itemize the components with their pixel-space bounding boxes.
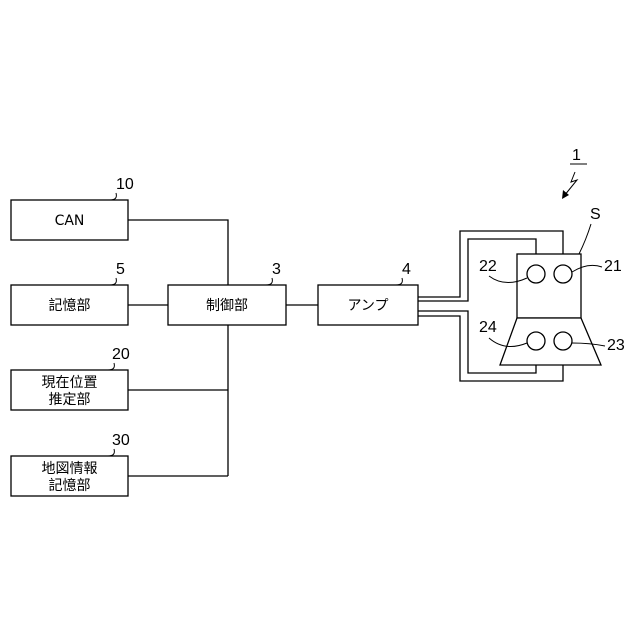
leader-4	[396, 278, 402, 285]
leader-3	[266, 278, 272, 285]
speaker-lower-housing	[500, 318, 601, 365]
controller-label: 制御部	[206, 298, 248, 314]
driver-24	[527, 332, 545, 350]
wire-can-controller	[128, 220, 228, 285]
leader-s	[579, 224, 591, 254]
leader-30	[108, 449, 114, 456]
ref-21: 21	[604, 258, 622, 275]
system-ref: 1	[562, 147, 587, 199]
can-block: CAN 10	[11, 176, 134, 240]
driver-22	[527, 265, 545, 283]
storage-label: 記憶部	[49, 297, 91, 314]
position-label-line2: 推定部	[49, 392, 91, 408]
storage-block: 記憶部 5	[11, 261, 128, 325]
ref-30: 30	[112, 432, 130, 449]
position-block: 現在位置 推定部 20	[11, 346, 130, 410]
map-block: 地図情報 記憶部 30	[11, 432, 130, 496]
ref-22: 22	[479, 258, 497, 275]
controller-block: 制御部 3	[168, 261, 286, 325]
ref-24: 24	[479, 319, 497, 336]
leader-10	[110, 193, 116, 200]
ref-23: 23	[607, 337, 625, 354]
driver-23	[554, 332, 572, 350]
position-label-line1: 現在位置	[42, 375, 98, 391]
ref-5: 5	[116, 261, 125, 278]
amp-block: アンプ 4	[318, 261, 418, 325]
leader-5	[110, 278, 116, 285]
speaker-upper-housing	[517, 254, 581, 318]
amp-label: アンプ	[347, 298, 388, 314]
leader-1-zigzag	[564, 172, 577, 196]
speaker-unit: S 22 21 24 23	[479, 206, 625, 365]
ref-10: 10	[116, 176, 134, 193]
map-label-line1: 地図情報	[42, 461, 98, 477]
ref-s: S	[590, 206, 601, 223]
can-label: CAN	[55, 213, 85, 229]
driver-21	[554, 265, 572, 283]
ref-1: 1	[572, 147, 581, 164]
ref-4: 4	[402, 261, 411, 278]
ref-3: 3	[272, 261, 281, 278]
leader-20	[108, 363, 114, 370]
ref-20: 20	[112, 346, 130, 363]
map-label-line2: 記憶部	[49, 477, 91, 494]
left-connections	[128, 220, 228, 476]
